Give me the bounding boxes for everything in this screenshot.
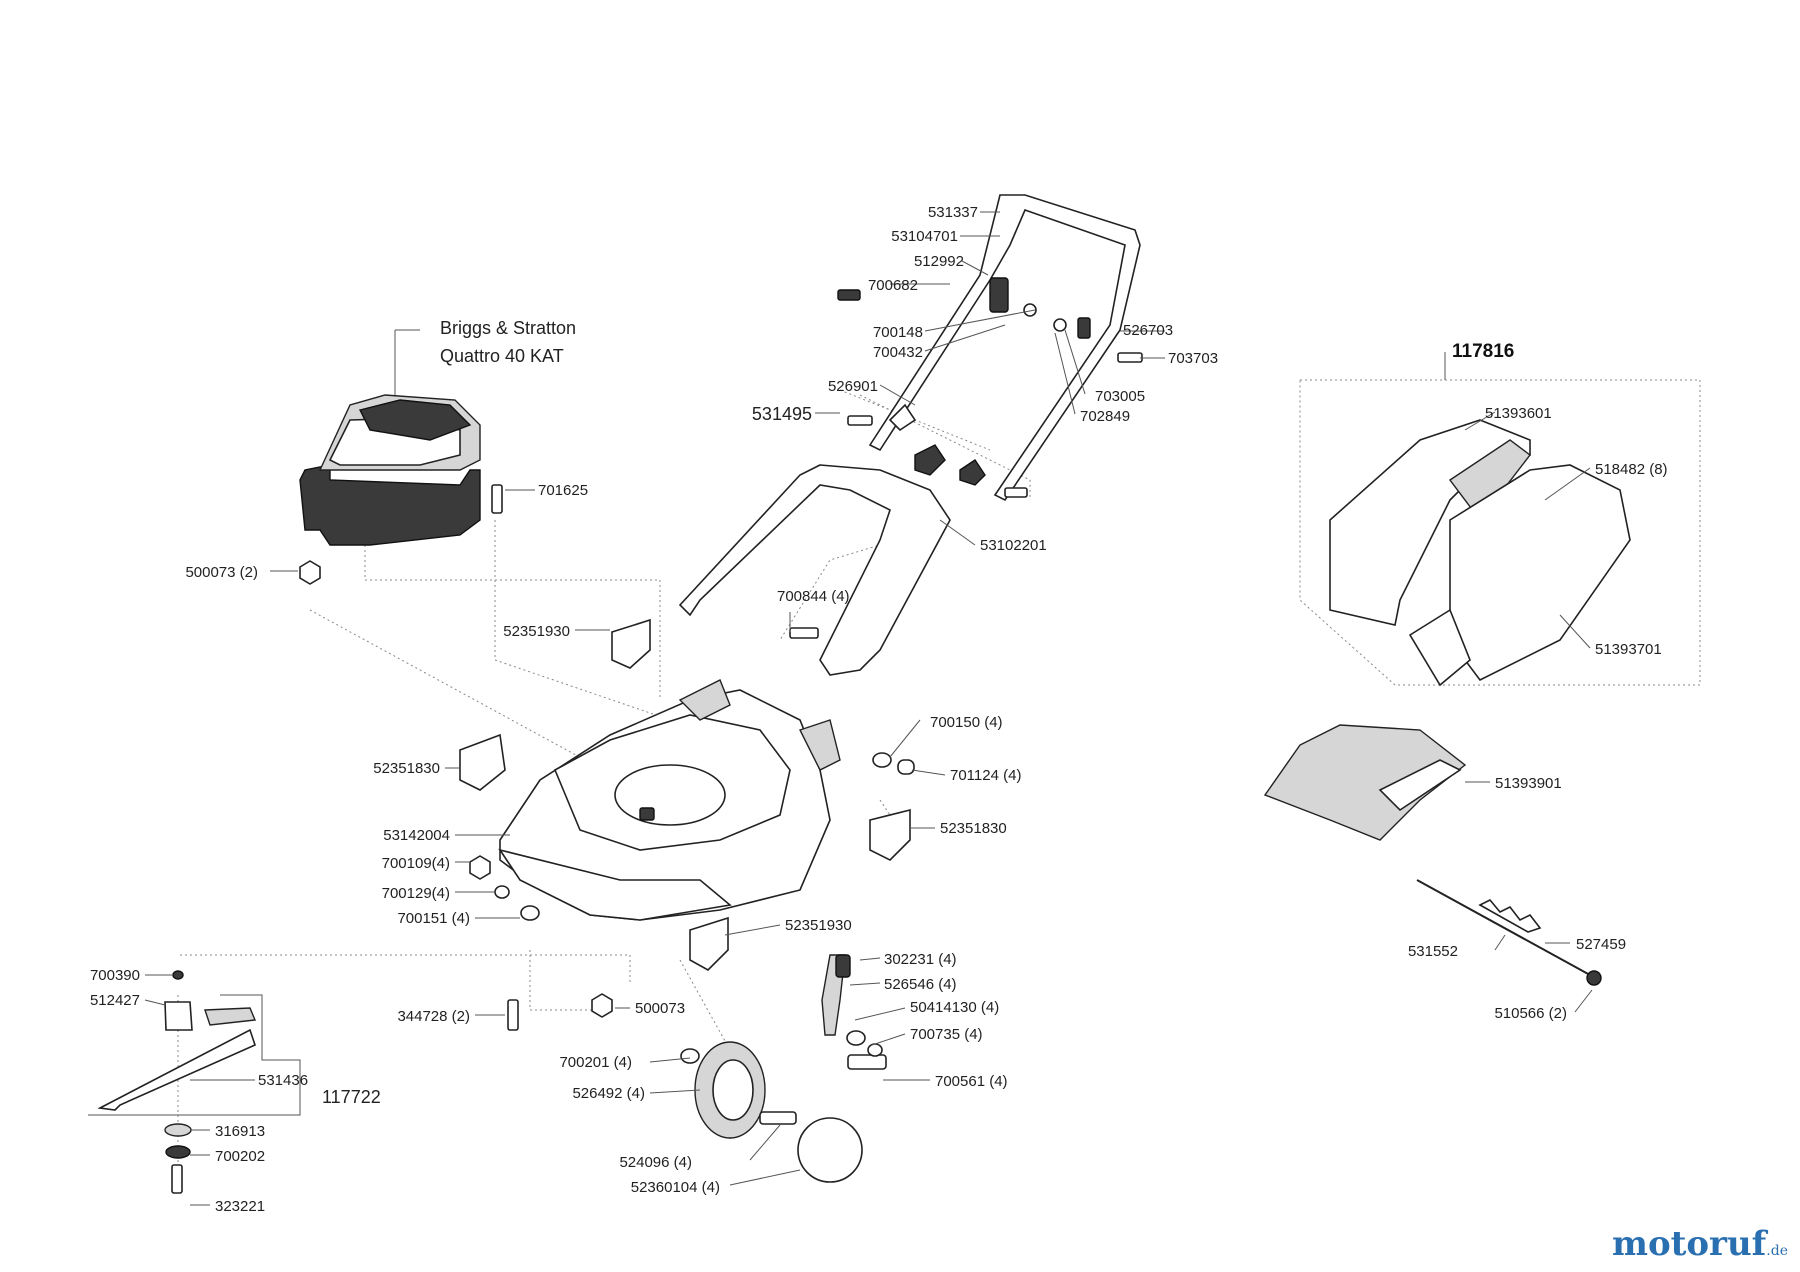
part-label: 700682 bbox=[868, 277, 918, 294]
part-label: 700390 bbox=[90, 967, 140, 984]
part-label: 700148 bbox=[873, 324, 923, 341]
part-label: 53104701 bbox=[891, 228, 958, 245]
engine-name-label: Briggs & Stratton bbox=[440, 318, 576, 338]
part-label: 524096 (4) bbox=[619, 1154, 692, 1171]
part-label: 700150 (4) bbox=[930, 714, 1003, 731]
part-label: 51393601 bbox=[1485, 405, 1552, 422]
part-label: 52351830 bbox=[373, 760, 440, 777]
handle-upper bbox=[868, 194, 1141, 502]
part-label: 531495 bbox=[752, 404, 812, 424]
part-label: 700201 (4) bbox=[559, 1054, 632, 1071]
hardware bbox=[299, 289, 1143, 1070]
part-label: 703703 bbox=[1168, 350, 1218, 367]
part-label: 117722 bbox=[322, 1087, 381, 1107]
part-label: 700202 bbox=[215, 1148, 265, 1165]
part-label: 52351930 bbox=[785, 917, 852, 934]
part-label: 526901 bbox=[828, 378, 878, 395]
handle-lower bbox=[678, 464, 951, 676]
part-label: 316913 bbox=[215, 1123, 265, 1140]
part-label: 703005 bbox=[1095, 388, 1145, 405]
bolt-icon bbox=[491, 484, 503, 514]
part-label: 700151 (4) bbox=[397, 910, 470, 927]
part-label: 510566 (2) bbox=[1494, 1005, 1567, 1022]
engine bbox=[299, 329, 481, 546]
part-label: 531337 bbox=[928, 204, 978, 221]
brackets bbox=[459, 618, 911, 971]
part-label: 518482 (8) bbox=[1595, 461, 1668, 478]
cable-clip-icon bbox=[989, 277, 1009, 313]
part-label: 702849 bbox=[1080, 408, 1130, 425]
part-label: 531552 bbox=[1408, 943, 1458, 960]
part-label: 53102201 bbox=[980, 537, 1047, 554]
part-label: 512992 bbox=[914, 253, 964, 270]
logo-main-text: motoruf bbox=[1612, 1224, 1767, 1264]
grass-bag bbox=[1329, 419, 1631, 687]
blade-assembly bbox=[88, 970, 301, 1194]
part-label: 531436 bbox=[258, 1072, 308, 1089]
part-label: 700735 (4) bbox=[910, 1026, 983, 1043]
site-logo[interactable]: motoruf.de bbox=[1612, 1224, 1788, 1264]
part-label: 51393901 bbox=[1495, 775, 1562, 792]
part-label: 700844 (4) bbox=[777, 588, 850, 605]
part-label: 526492 (4) bbox=[572, 1085, 645, 1102]
engine-model-label: Quattro 40 KAT bbox=[440, 346, 564, 366]
wheel bbox=[694, 1041, 863, 1183]
part-label: 51393701 bbox=[1595, 641, 1662, 658]
part-label: 50414130 (4) bbox=[910, 999, 999, 1016]
logo-domain-text: .de bbox=[1766, 1243, 1788, 1259]
part-label: 700129(4) bbox=[382, 885, 450, 902]
part-labels: Briggs & Stratton Quattro 40 KAT 531337 … bbox=[90, 204, 1668, 1215]
part-label: 344728 (2) bbox=[397, 1008, 470, 1025]
part-label: 500073 (2) bbox=[185, 564, 258, 581]
part-label: 302231 (4) bbox=[884, 951, 957, 968]
part-label: 323221 bbox=[215, 1198, 265, 1215]
part-group-label: 117816 bbox=[1452, 341, 1514, 362]
part-label: 700109(4) bbox=[382, 855, 450, 872]
part-label: 52351830 bbox=[940, 820, 1007, 837]
part-label: 700432 bbox=[873, 344, 923, 361]
part-label: 526703 bbox=[1123, 322, 1173, 339]
bolt-icon bbox=[789, 627, 819, 639]
handle-knobs bbox=[888, 403, 986, 486]
part-label: 53142004 bbox=[383, 827, 450, 844]
part-label: 52351930 bbox=[503, 623, 570, 640]
nut-icon bbox=[299, 560, 321, 585]
mower-deck bbox=[498, 679, 841, 921]
part-label: 700561 (4) bbox=[935, 1073, 1008, 1090]
rear-deflector bbox=[1263, 724, 1602, 986]
part-label: 701124 (4) bbox=[950, 767, 1021, 784]
part-label: 512427 bbox=[90, 992, 140, 1009]
part-label: 526546 (4) bbox=[884, 976, 957, 993]
part-label: 500073 bbox=[635, 1000, 685, 1017]
part-label: 527459 bbox=[1576, 936, 1626, 953]
part-label: 701625 bbox=[538, 482, 588, 499]
part-label: 52360104 (4) bbox=[631, 1179, 720, 1196]
leader-lines bbox=[144, 211, 1593, 1206]
